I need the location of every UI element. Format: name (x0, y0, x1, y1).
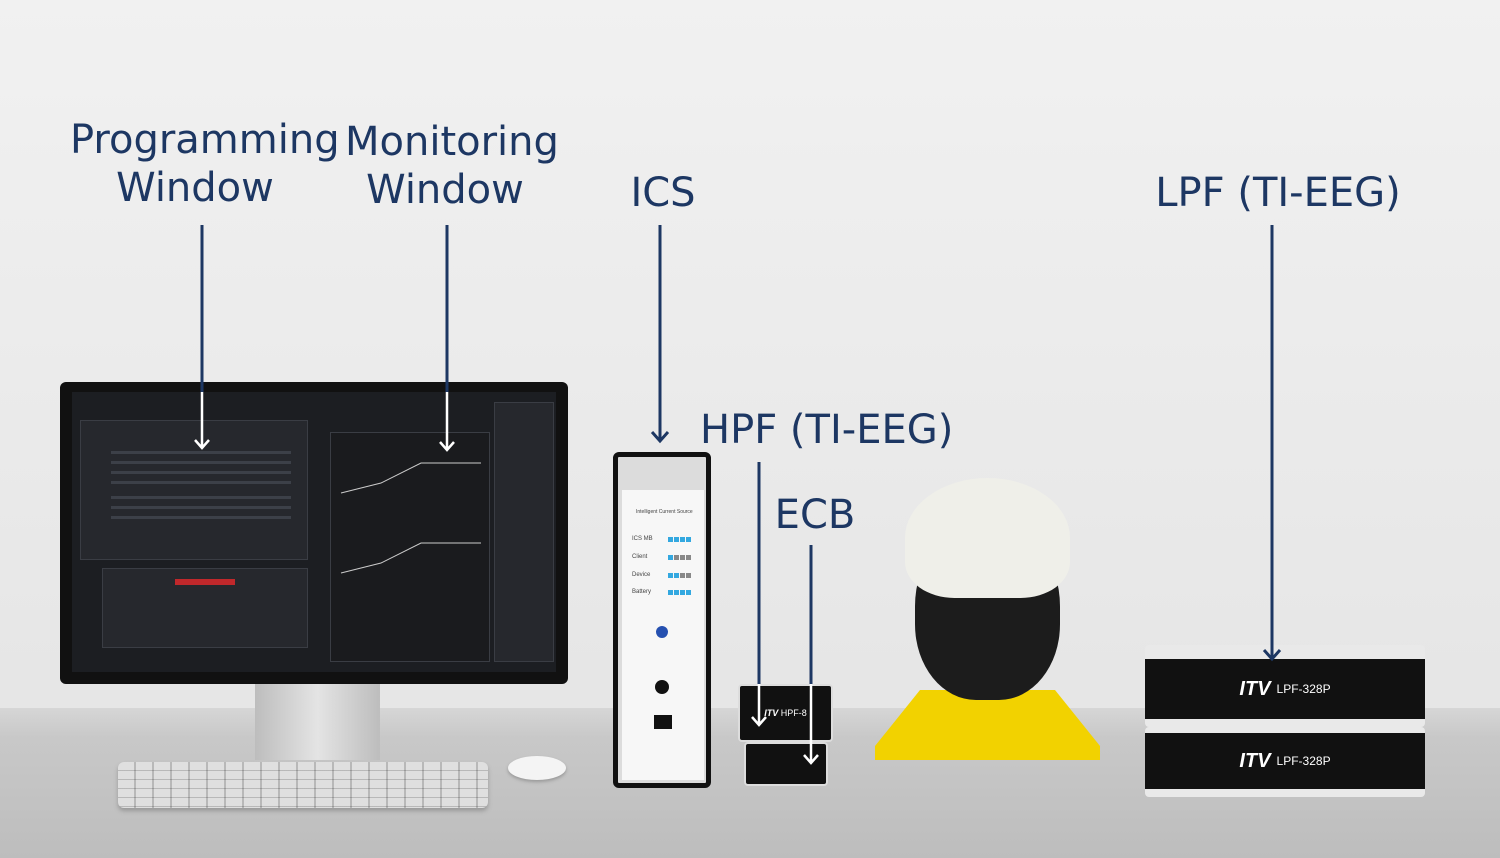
led-bar (668, 555, 691, 560)
ics-row-label: Battery (632, 589, 652, 595)
head-phantom-base (875, 690, 1100, 760)
label-line: Window (366, 167, 524, 213)
lpf-logo: ITV (1239, 749, 1271, 772)
hpf-logo: ITV (764, 708, 779, 718)
lpf-device-2: ITV LPF-328P (1145, 727, 1425, 797)
ics-row-label: ICS MB (632, 536, 653, 542)
eeg-cap (905, 478, 1070, 598)
label-ics: ICS (630, 170, 696, 216)
keyboard (118, 762, 488, 808)
arrow-lpf (1262, 225, 1282, 662)
lpf-logo: ITV (1239, 677, 1271, 700)
ecb-device (744, 742, 828, 786)
execution-control-panel (102, 568, 308, 648)
led-bar (668, 537, 691, 542)
label-lpf: LPF (TI-EEG) (1155, 170, 1401, 216)
label-hpf: HPF (TI-EEG) (700, 407, 954, 453)
signal-plot (340, 462, 481, 574)
monitor (60, 382, 568, 684)
label-ecb: ECB (774, 492, 856, 538)
lpf-device-1: ITV LPF-328P (1145, 645, 1425, 727)
monitor-stand (255, 684, 380, 760)
led-bar (668, 590, 691, 595)
programming-window (80, 420, 308, 560)
ics-title: Intelligent Current Source (636, 509, 693, 515)
label-line: Programming (70, 117, 340, 163)
label-line: Window (116, 165, 274, 211)
ics-row-label: Device (632, 572, 651, 578)
ethernet-port (654, 715, 672, 729)
monitor-screen (72, 392, 556, 672)
lpf-model: LPF-328P (1276, 754, 1331, 768)
hpf-device: ITV HPF-8 (738, 684, 833, 742)
lpf-model: LPF-328P (1276, 682, 1331, 696)
hpf-model: HPF-8 (780, 708, 807, 718)
power-button[interactable] (655, 680, 669, 694)
ics-row-label: Client (632, 554, 648, 560)
label-line: Monitoring (345, 119, 559, 165)
device-sidebar (494, 402, 554, 662)
bluetooth-icon (656, 626, 668, 638)
arrow-ics (650, 225, 670, 444)
ics-front-panel: Intelligent Current Source ICS MB Client… (622, 490, 704, 780)
monitoring-window (330, 432, 490, 662)
led-bar (668, 573, 691, 578)
mouse (508, 756, 566, 780)
